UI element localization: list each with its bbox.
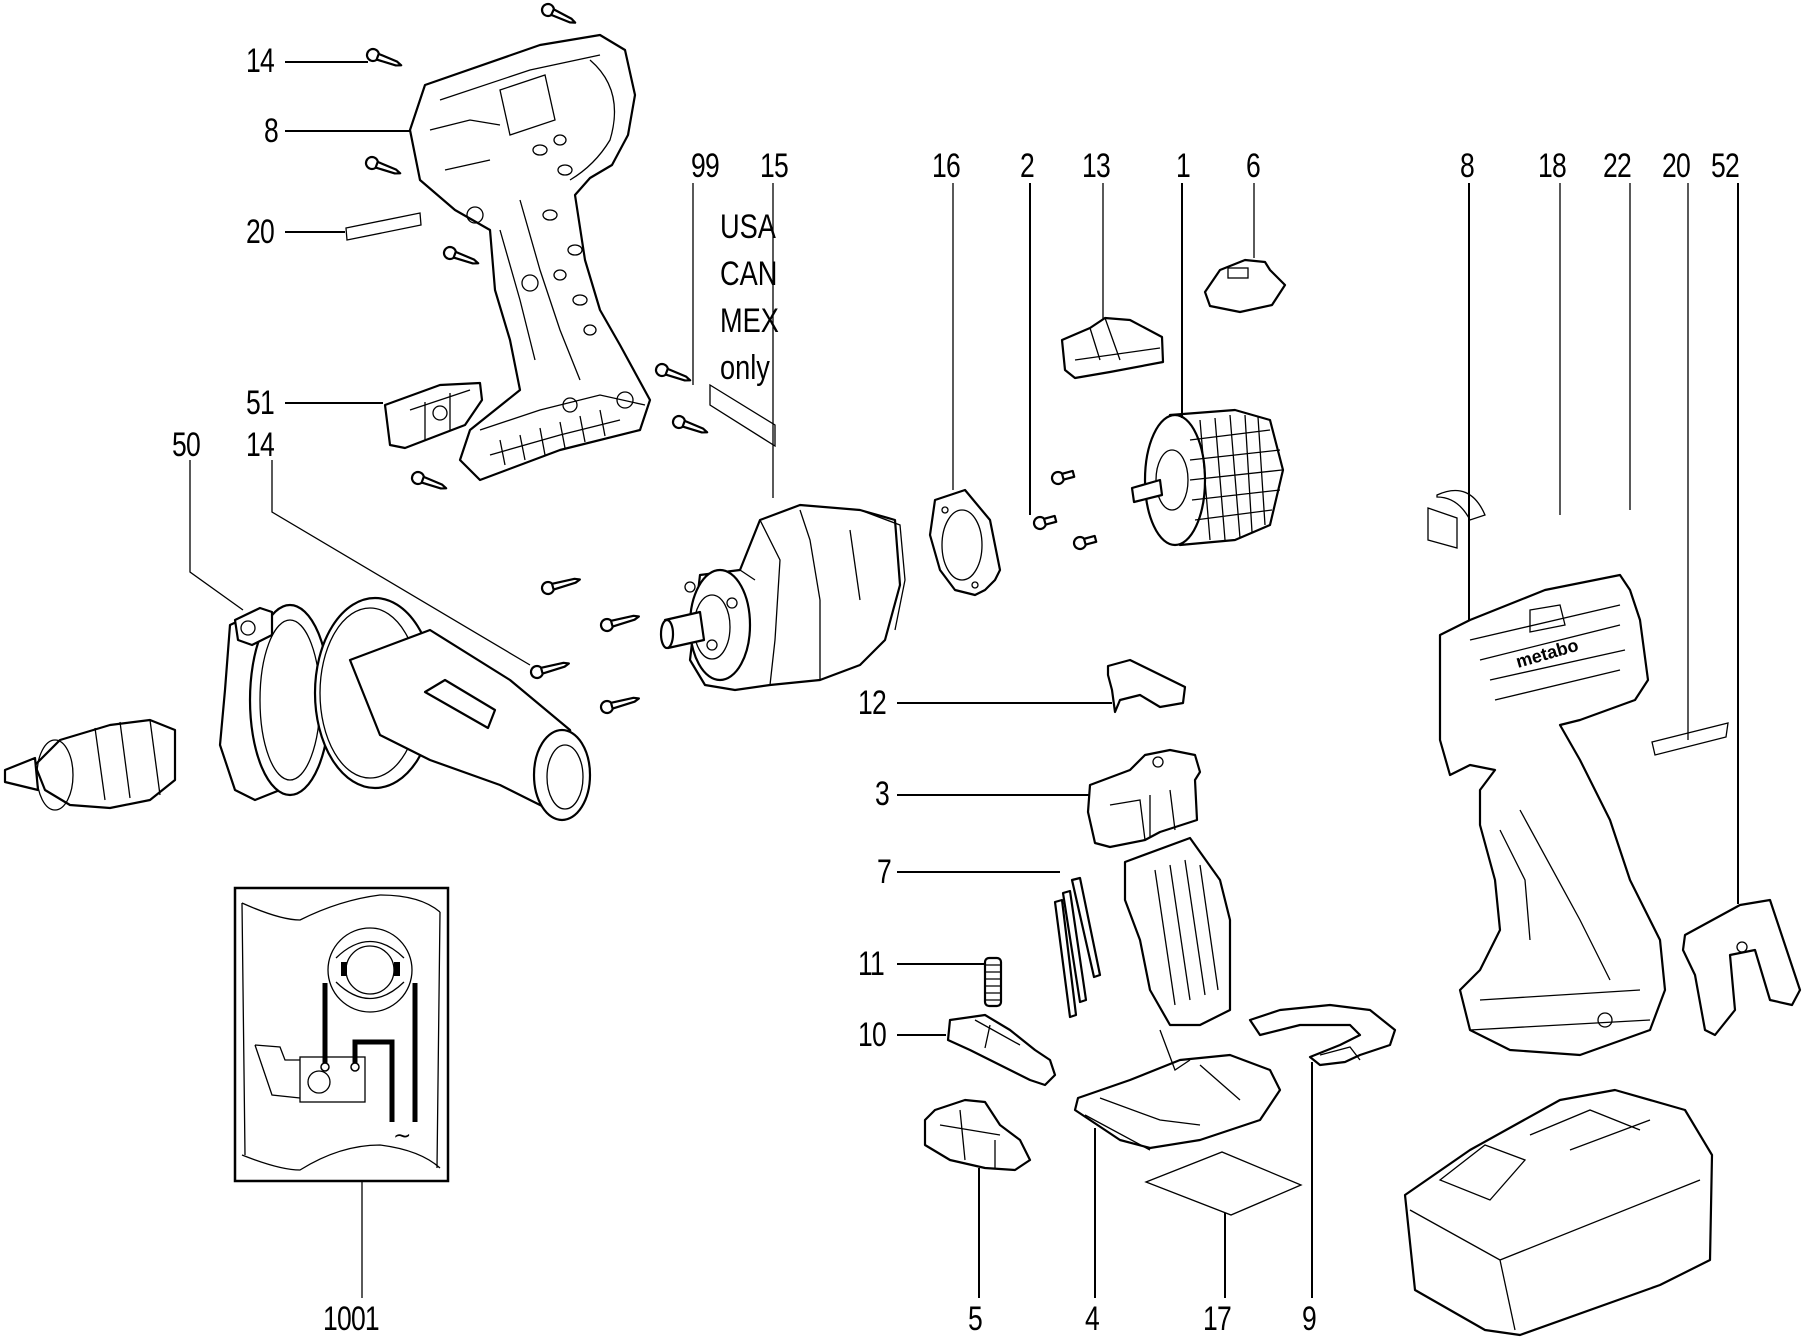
callout-10: 10 [858,1016,887,1054]
electronic-module[interactable] [1203,258,1287,314]
trigger-switch[interactable] [1086,748,1202,849]
callout-51: 51 [246,384,275,422]
callout-12: 12 [858,684,887,722]
callout-2: 2 [1020,147,1035,185]
screw-icons-gearbox [529,577,640,715]
callout-3: 3 [875,775,890,813]
latch[interactable] [946,1013,1057,1087]
callout-14-top: 14 [246,42,275,80]
gearbox[interactable] [659,503,906,692]
region-note-line: CAN [720,255,778,293]
screw-icons-top [364,2,709,490]
callout-13: 13 [1082,147,1111,185]
region-note-line: MEX [720,302,779,340]
callout-14-mid: 14 [246,426,275,464]
screws-2 [1032,469,1098,551]
callout-17: 17 [1203,1300,1232,1338]
slide-switch[interactable] [1106,658,1187,714]
battery-pack[interactable] [1403,1088,1714,1337]
switch-cover-51[interactable] [383,381,484,450]
pins[interactable] [1053,876,1102,1019]
spring[interactable] [983,956,1003,1008]
callout-20-right: 20 [1662,147,1691,185]
label-99[interactable] [709,383,776,448]
callout-4: 4 [1085,1300,1100,1338]
battery-contact-plate[interactable] [1073,836,1282,1151]
motor[interactable] [1130,408,1285,547]
callout-18: 18 [1538,147,1567,185]
housing-complete[interactable] [1438,573,1667,1057]
region-note-line: USA [720,208,776,246]
callout-11: 11 [858,945,885,983]
belt-hook[interactable] [1681,898,1802,1037]
drill-chuck[interactable] [3,718,177,811]
callout-7: 7 [877,853,892,891]
direction-selector[interactable] [1060,316,1165,380]
callout-20-left: 20 [246,213,275,251]
callout-52: 52 [1711,147,1740,185]
leader-lines [189,61,1739,1298]
callout-99: 99 [691,147,720,185]
ac-symbol: ~ [393,1124,411,1149]
callout-15: 15 [760,147,789,185]
rating-plate[interactable] [1144,1151,1303,1216]
label-strip-20-right[interactable] [1651,722,1729,756]
callout-6: 6 [1246,147,1261,185]
auxiliary-handle[interactable] [218,596,592,822]
motor-flange[interactable] [928,488,1002,597]
wiring-diagram[interactable] [233,886,450,1183]
callout-16: 16 [932,147,961,185]
label-18[interactable] [1436,489,1486,521]
callout-1: 1 [1176,147,1191,185]
region-note: USA CAN MEX only [720,204,779,392]
callout-8-left: 8 [264,112,279,150]
label-22[interactable] [1427,507,1458,549]
callout-50: 50 [172,426,201,464]
region-note-line: only [720,349,770,387]
battery-latch[interactable] [1248,1003,1397,1067]
battery-indicator[interactable] [923,1098,1032,1172]
housing-left-half[interactable] [408,33,652,482]
callout-5: 5 [968,1300,983,1338]
callout-22: 22 [1603,147,1632,185]
callout-8-right: 8 [1460,147,1475,185]
callout-1001: 1001 [323,1300,380,1338]
callout-9: 9 [1302,1300,1317,1338]
label-strip-20-left[interactable] [345,212,422,241]
